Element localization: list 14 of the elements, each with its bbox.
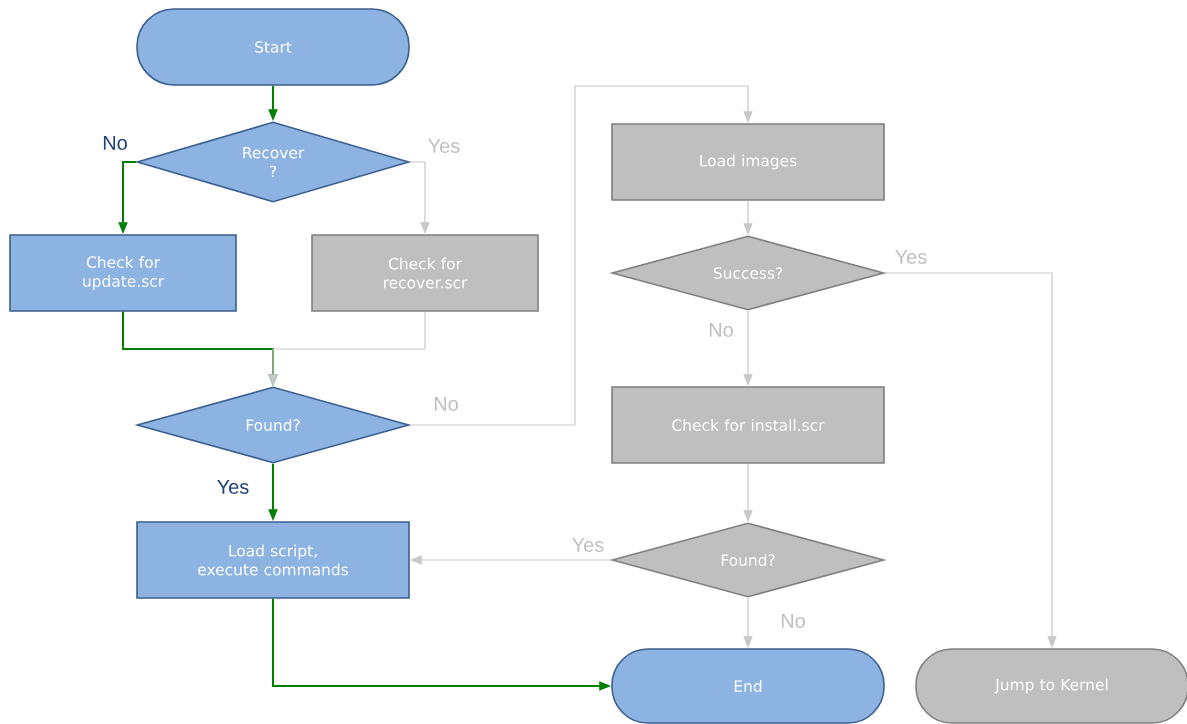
process-box: Check for install.scr bbox=[611, 386, 885, 464]
process-box: Load images bbox=[611, 123, 885, 201]
edge-label: Yes bbox=[893, 249, 929, 265]
edge-label: Yes bbox=[215, 479, 251, 495]
arrow bbox=[409, 85, 753, 426]
edge-label: No bbox=[101, 135, 129, 151]
process-box: Check for recover.scr bbox=[311, 234, 539, 312]
process-box: Load script, execute commands bbox=[136, 521, 410, 599]
edge-label: No bbox=[707, 322, 735, 338]
edge-label: Yes bbox=[570, 537, 606, 553]
edge-label: Yes bbox=[426, 138, 462, 154]
edge-label: No bbox=[432, 396, 460, 412]
process-box: Check for update.scr bbox=[9, 234, 237, 312]
edge-label: No bbox=[779, 613, 807, 629]
